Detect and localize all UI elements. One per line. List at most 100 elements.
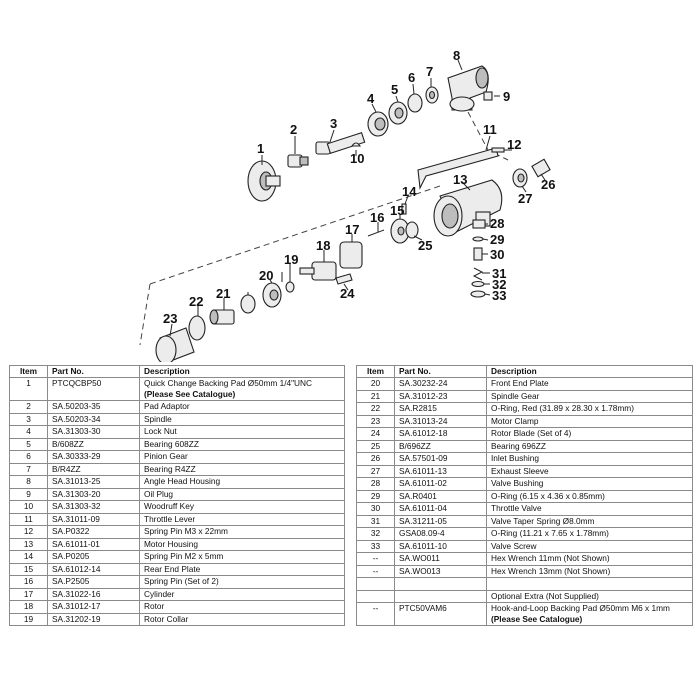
cell-item-text: 17 [23, 588, 34, 599]
callout-17: 17 [345, 222, 359, 237]
cell-description: Spindle [139, 412, 345, 426]
part-exhaust-sleeve [512, 168, 528, 188]
cell-part-no: B/608ZZ [47, 437, 140, 451]
cell-part-no [394, 577, 487, 591]
cell-item-text: 21 [370, 390, 381, 401]
cell-item-text: 27 [370, 465, 381, 476]
callout-7: 7 [426, 64, 433, 79]
cell-item-text: 15 [23, 563, 34, 574]
part-bearing-lower [240, 294, 256, 314]
cell-part-no-text: SA.50203-35 [52, 401, 101, 411]
cell-part-no: SA.P0322 [47, 525, 140, 539]
part-bearing-608zz [388, 101, 408, 125]
cell-description-text: O-Ring, Red (31.89 x 28.30 x 1.78mm) [491, 403, 634, 413]
cell-part-no: SA.50203-35 [47, 400, 140, 414]
cell-part-no: SA.WO011 [394, 552, 487, 566]
callout-26: 26 [541, 177, 555, 192]
cell-description-text: Valve Screw [491, 540, 537, 551]
table-row: -- SA.WO011 Hex Wrench 11mm (Not Shown) [356, 552, 693, 566]
cell-description-text: Motor Clamp [491, 415, 539, 426]
cell-part-no: SA.31012-17 [47, 600, 140, 614]
header-part-no: Part No. [47, 365, 140, 378]
cell-item: 22 [356, 402, 395, 416]
cell-part-no-text: SA.31013-24 [399, 415, 448, 426]
cell-item-text: 3 [26, 413, 31, 424]
part-throttle-valve [473, 247, 483, 261]
cell-part-no-text: SA.31011-09 [52, 513, 100, 524]
cell-item: 15 [9, 562, 48, 576]
part-motor-housing [433, 179, 503, 237]
cell-item [356, 577, 395, 591]
cell-description-text: Rotor Blade (Set of 4) [491, 428, 572, 438]
cell-description-text: Lock Nut [144, 426, 177, 436]
callout-25: 25 [418, 238, 432, 253]
cell-description-text: Bearing 608ZZ [144, 438, 199, 449]
cell-item-text: 5 [26, 438, 31, 449]
cell-item: 27 [356, 464, 395, 478]
cell-description: Bearing 608ZZ [139, 437, 345, 451]
cell-description-text: Pad Adaptor [144, 401, 190, 411]
cell-description-text: Rotor Collar [144, 613, 189, 624]
catalogue-note: (Please See Catalogue) [144, 388, 236, 399]
cell-part-no: SA.61011-13 [394, 464, 487, 478]
cell-part-no-text: SA.WO011 [399, 553, 440, 563]
header-description: Description [139, 365, 345, 378]
cell-part-no-text: SA.WO013 [399, 565, 441, 576]
cell-part-no-text: SA.50203-34 [52, 413, 101, 424]
cell-description: Angle Head Housing [139, 475, 345, 489]
cell-part-no-text: SA.R0401 [399, 490, 437, 501]
cell-description: Rotor Blade (Set of 4) [486, 427, 693, 441]
assembly-axis-line [149, 185, 441, 285]
callout-14: 14 [402, 184, 417, 199]
cell-item: 6 [9, 450, 48, 464]
callout-9: 9 [503, 89, 510, 104]
part-spindle-gear [209, 309, 235, 325]
cell-description: Valve Screw [486, 539, 693, 553]
part-pinion-gear [407, 93, 423, 113]
cell-item: 29 [356, 489, 395, 503]
cell-part-no-text: SA.31303-30 [52, 426, 101, 436]
cell-part-no: PTCQCBP50 [47, 377, 140, 401]
cell-item: 8 [9, 475, 48, 489]
cell-part-no-text: GSA08.09-4 [399, 528, 445, 538]
cell-item-text: 24 [370, 428, 381, 438]
part-woodruff-key [350, 142, 362, 147]
cell-description: Hex Wrench 11mm (Not Shown) [486, 552, 693, 566]
cell-item-text: 22 [370, 403, 381, 413]
part-spring-pin-m2 [401, 203, 407, 215]
part-oil-plug [483, 91, 493, 101]
cell-part-no: SA.31202-19 [47, 612, 140, 626]
callout-18: 18 [316, 238, 330, 253]
cell-part-no-text: SA.61011-01 [52, 538, 100, 549]
cell-item-text: 26 [370, 453, 381, 463]
cell-part-no-text: SA.31022-16 [52, 588, 101, 599]
cell-part-no: SA.31011-09 [47, 512, 140, 526]
cell-part-no-text: B/608ZZ [52, 438, 84, 449]
part-spring-pin-set [367, 229, 385, 237]
part-backing-pad [247, 160, 281, 202]
cell-description: Woodruff Key [139, 500, 345, 514]
cell-description [486, 577, 693, 591]
cell-item-text: -- [372, 553, 379, 563]
cell-item: 5 [9, 437, 48, 451]
header-item: Item [356, 365, 395, 378]
cell-item: 20 [356, 377, 395, 391]
cell-item-text: 8 [26, 476, 31, 486]
cell-item-text: 25 [370, 440, 381, 451]
cell-part-no-text: SA.31211-05 [399, 515, 447, 526]
cell-part-no-text: SA.61011-10 [399, 540, 447, 551]
callout-4: 4 [367, 91, 375, 106]
cell-item: 11 [9, 512, 48, 526]
cell-part-no-text: SA.61012-18 [399, 428, 448, 438]
callout-30: 30 [490, 247, 504, 262]
